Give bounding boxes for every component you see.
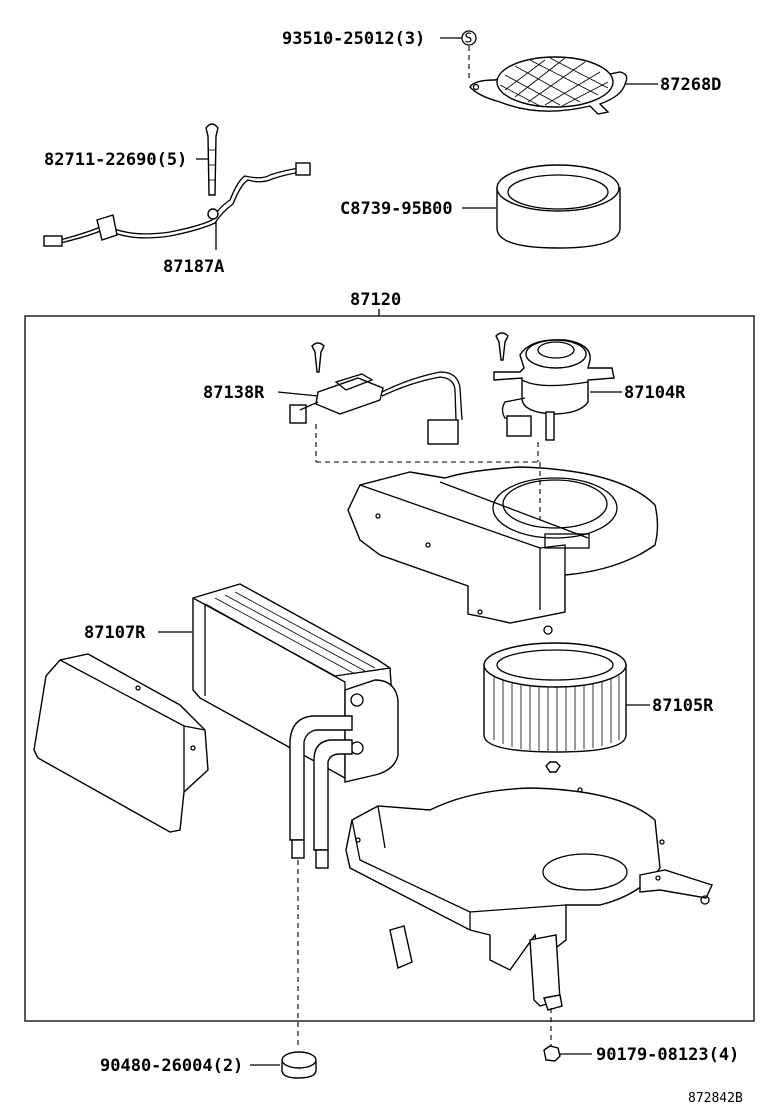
s-mark-label: S xyxy=(465,32,473,47)
label-90480-26004: 90480-26004(2) xyxy=(100,1056,243,1076)
bolt-82711-group: 82711-22690(5) xyxy=(44,123,219,196)
s-mark-icon xyxy=(461,30,477,46)
label-87104R: 87104R xyxy=(624,383,686,403)
assembly-87120: 87120 xyxy=(24,290,755,1022)
label-87120: 87120 xyxy=(350,290,401,310)
label-87187A: 87187A xyxy=(163,257,224,277)
label-C8739-95B00: C8739-95B00 xyxy=(340,199,453,219)
label-82711-22690: 82711-22690(5) xyxy=(44,150,187,170)
resistor-87138R: 87138R xyxy=(203,342,538,463)
motor-87104R: 87104R xyxy=(493,332,686,462)
screw-93510-group: 93510-25012(3) S xyxy=(282,29,477,80)
fan-87105R: 87105R xyxy=(483,642,714,773)
label-87268D: 87268D xyxy=(660,75,721,95)
core-87107R: 87107R xyxy=(84,583,399,1048)
ring-C8739: C8739-95B00 xyxy=(340,164,621,249)
cover-plate xyxy=(33,653,209,833)
upper-blower-case xyxy=(347,462,659,635)
harness-87187A: 87187A xyxy=(43,162,311,277)
assembly-frame xyxy=(24,315,755,1022)
label-90179-08123: 90179-08123(4) xyxy=(596,1045,739,1065)
label-87138R: 87138R xyxy=(203,383,265,403)
label-93510-25012: 93510-25012(3) xyxy=(282,29,425,49)
figure-code: 872842B xyxy=(688,1091,743,1106)
nut-90179: 90179-08123(4) xyxy=(543,1045,739,1065)
grommet-90480: 90480-26004(2) xyxy=(100,1051,317,1079)
filter-87268D: 87268D xyxy=(469,56,721,115)
label-87105R: 87105R xyxy=(652,696,714,716)
lower-blower-case xyxy=(345,787,713,1046)
label-87107R: 87107R xyxy=(84,623,146,643)
